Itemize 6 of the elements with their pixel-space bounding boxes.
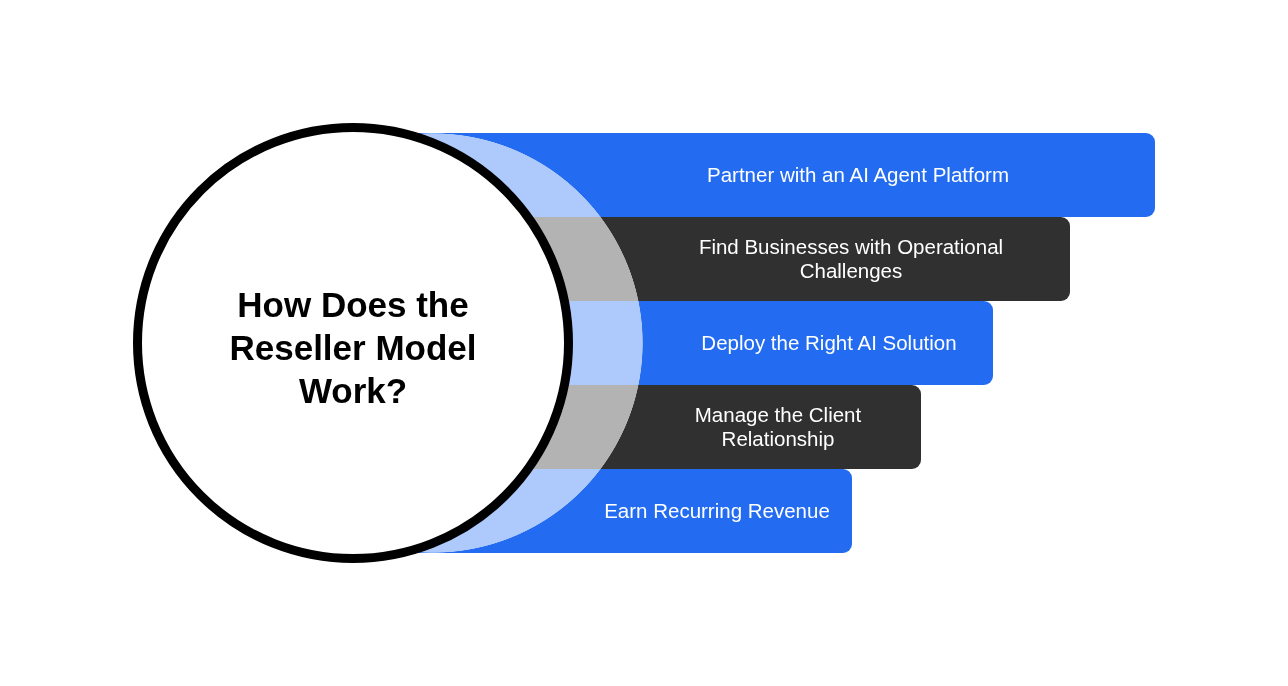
step-label: Earn Recurring Revenue — [604, 499, 830, 523]
step-label: Partner with an AI Agent Platform — [707, 163, 1009, 187]
title-text: How Does the Reseller Model Work? — [228, 283, 478, 412]
step-label: Deploy the Right AI Solution — [701, 331, 957, 355]
step-label: Find Businesses with Operational Challenges — [697, 235, 1005, 283]
step-label: Manage the Client Relationship — [693, 403, 863, 451]
